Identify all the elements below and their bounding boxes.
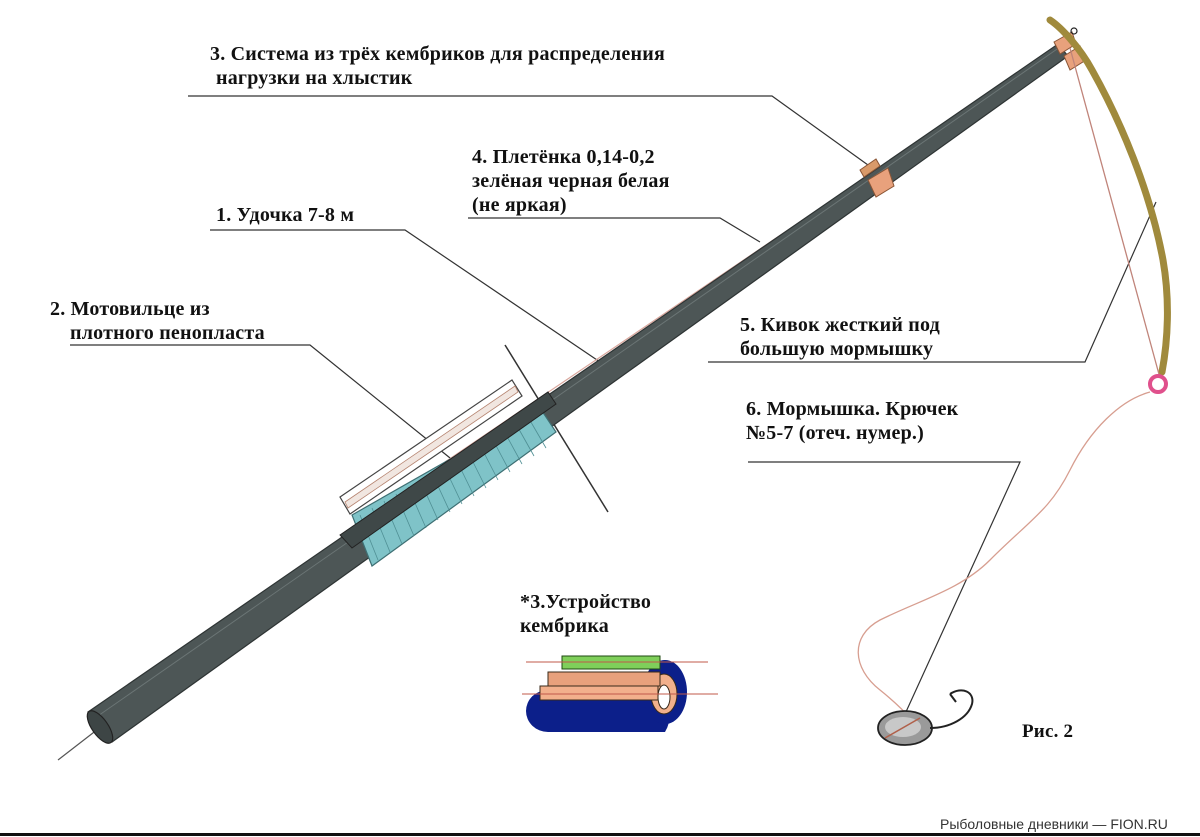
label-jig: 6. Мормышка. Крючек №5-7 (отеч. нумер.) [746,397,958,445]
tip-line [1069,47,1161,379]
cambric-mid [859,158,895,198]
jig-hook [929,689,974,729]
leader-lines [70,95,1157,726]
label-1-line-1: 1. Удочка 7-8 м [216,204,355,226]
label-5-line-1: 5. Кивок жесткий под [740,314,940,336]
leader-line-5 [708,201,1157,363]
rod-butt-cap [86,710,114,744]
leader-line-1 [210,229,601,363]
label-3-line-1: 3. Система из трёх кембриков для распред… [210,43,665,65]
reel-cross-line [504,344,609,513]
label-2-line-1: 2. Мотовильце из [50,298,210,320]
leader-line-6 [748,461,1021,726]
reel-foam [339,379,557,567]
label-2-line-2: плотного пенопласта [70,322,265,344]
leader-line-2 [70,344,456,463]
label-braid: 4. Плетёнка 0,14-0,2 зелёная черная бела… [472,145,670,217]
inset-title-line-1: *3.Устройство [520,591,652,613]
label-4-line-2: зелёная черная белая [472,170,670,192]
label-3-line-2: нагрузки на хлыстик [216,67,413,89]
figure-number: Рис. 2 [1022,721,1074,742]
bottom-border [0,833,1200,836]
whip-tip-ring [1070,27,1078,35]
label-4-line-1: 4. Плетёнка 0,14-0,2 [472,146,655,168]
site-credit: Рыболовные дневники — FION.RU [940,816,1168,832]
label-rod: 1. Удочка 7-8 м [216,203,354,227]
jig [877,689,974,746]
label-6-line-2: №5-7 (отеч. нумер.) [746,422,924,444]
label-4-line-3: (не яркая) [472,194,567,216]
label-whip: 5. Кивок жесткий под большую мормышку [740,313,940,361]
label-6-line-1: 6. Мормышка. Крючек [746,398,959,420]
label-5-line-2: большую мормышку [740,338,934,360]
inset-title: *3.Устройство кембрика [520,590,651,638]
whip [1046,16,1171,376]
rod-highlight [94,46,1061,719]
label-reel: 2. Мотовильце из плотного пенопласта [50,297,265,345]
leader-line-4 [468,217,761,243]
jig-line [857,391,1151,721]
cambric-inset [522,655,718,732]
inset-title-line-2: кембрика [520,615,609,637]
leader-line-3 [188,95,869,166]
jig-bead [1148,374,1168,394]
label-cambric-system: 3. Система из трёх кембриков для распред… [210,42,665,90]
